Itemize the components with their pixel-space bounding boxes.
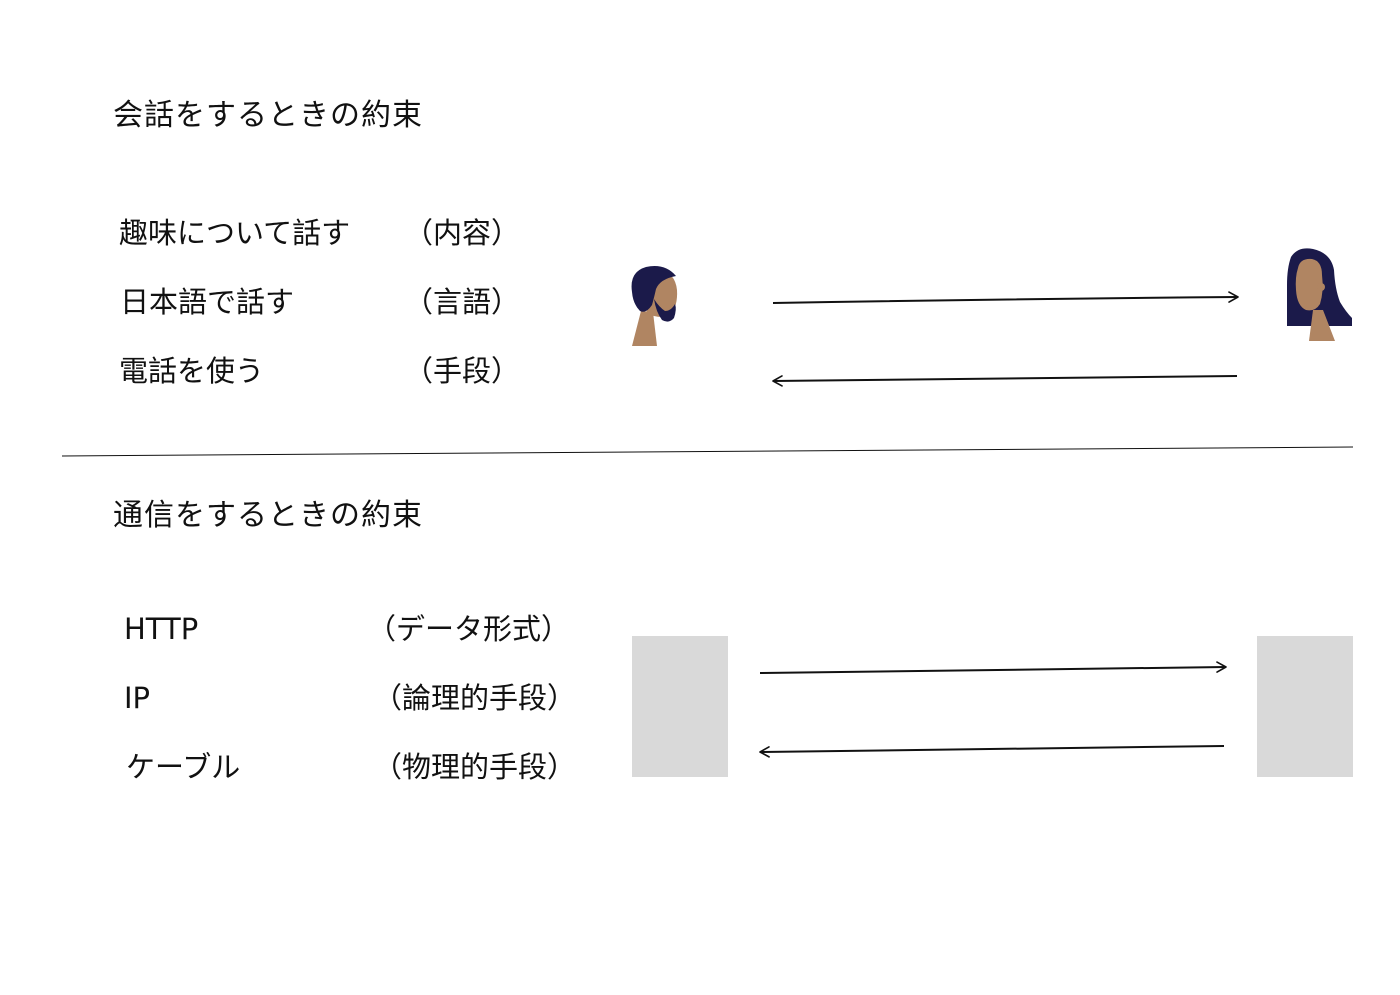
section-divider: [61, 446, 1354, 457]
communication-row-label: HTTP: [124, 612, 199, 646]
right-computer-box: [1257, 636, 1353, 777]
arrow-left: [759, 745, 1225, 758]
arrow-right: [772, 291, 1239, 304]
communication-row-note: （論理的手段）: [373, 681, 577, 715]
communication-row-note: （物理的手段）: [373, 750, 577, 784]
arrow-right: [759, 661, 1227, 674]
conversation-row-note: （言語）: [404, 285, 521, 319]
communication-row-label: ケーブル: [126, 750, 241, 784]
arrow-left: [772, 375, 1238, 387]
conversation-row-label: 趣味について話す: [119, 216, 351, 250]
conversation-row-label: 日本語で話す: [120, 285, 295, 319]
communication-row-label: IP: [124, 681, 151, 715]
conversation-row-note: （手段）: [404, 354, 521, 388]
left-computer-box: [632, 636, 728, 777]
conversation-row-note: （内容）: [404, 216, 521, 250]
communication-title: 通信をするときの約束: [113, 498, 423, 533]
woman-avatar-icon: [1287, 248, 1352, 341]
communication-row-note: （データ形式）: [367, 612, 571, 646]
conversation-title: 会話をするときの約束: [113, 98, 423, 133]
conversation-row-label: 電話を使う: [119, 354, 265, 388]
man-avatar-icon: [631, 266, 678, 346]
